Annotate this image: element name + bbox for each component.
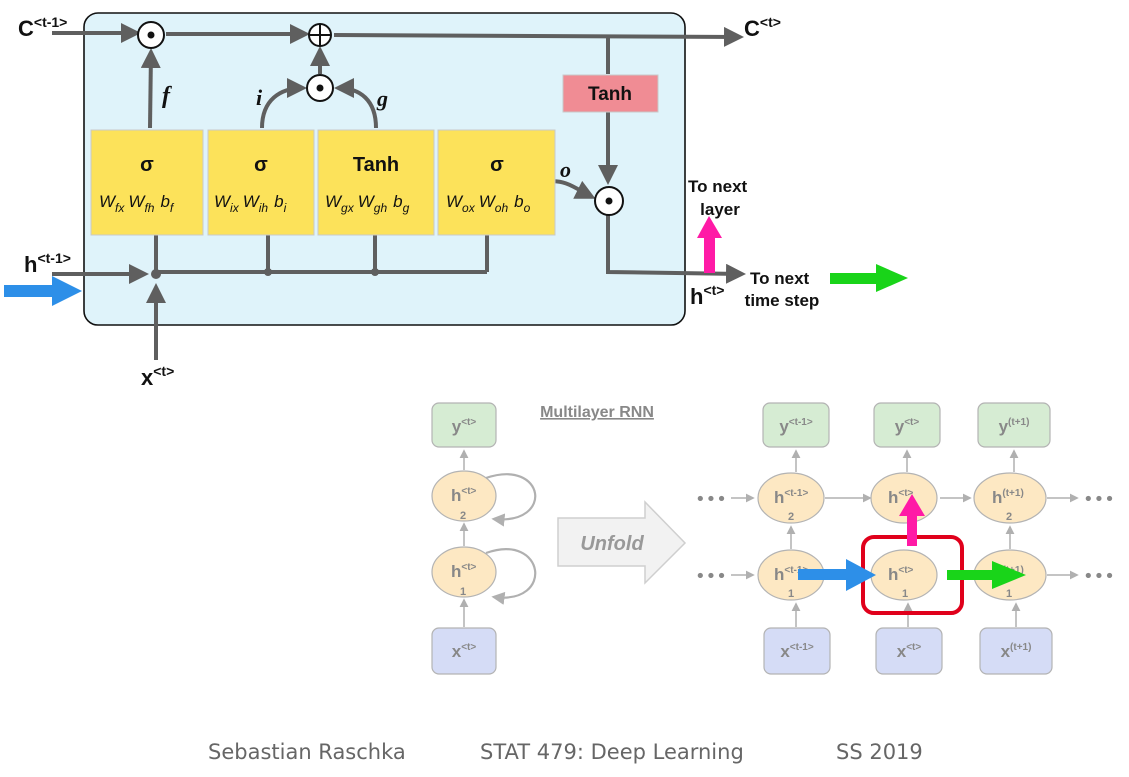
input-mult-op bbox=[306, 74, 334, 102]
unfold-label: Unfold bbox=[580, 533, 644, 555]
node-x bbox=[875, 627, 943, 675]
gate-label-g: g bbox=[376, 86, 388, 111]
svg-text:h<t-1>: h<t-1> bbox=[774, 565, 808, 584]
node-x bbox=[979, 627, 1053, 675]
green-arrow-icon bbox=[830, 264, 908, 292]
ellipsis: ••• bbox=[695, 489, 727, 510]
input-label: x<t> bbox=[141, 363, 174, 390]
add-op bbox=[308, 23, 332, 47]
node-y bbox=[873, 402, 941, 448]
time-column: y(t+1) h(t+1) 2 h(t+1) 1 x(t+1) bbox=[973, 402, 1053, 675]
time-column: y<t> h<t> h<t> 1 x<t> bbox=[870, 402, 943, 675]
svg-text:x<t>: x<t> bbox=[897, 642, 922, 661]
svg-text:x(t+1): x(t+1) bbox=[1001, 642, 1032, 661]
svg-text:1: 1 bbox=[902, 588, 908, 600]
svg-text:h<t>: h<t> bbox=[451, 562, 477, 581]
svg-text:h<t-1>: h<t-1> bbox=[774, 488, 808, 507]
bus-junction bbox=[264, 268, 272, 276]
hidden-in-label: h<t-1> bbox=[24, 250, 71, 277]
svg-text:1: 1 bbox=[788, 588, 794, 600]
svg-text:h<t>: h<t> bbox=[888, 565, 914, 584]
time-column: y<t-1> h<t-1> 2 h<t-1> 1 x<t-1> bbox=[757, 402, 831, 675]
rnn-title: Multilayer RNN bbox=[540, 404, 654, 421]
node-x bbox=[763, 627, 831, 675]
svg-text:y(t+1): y(t+1) bbox=[999, 417, 1030, 436]
cell-state-in-label: C<t-1> bbox=[18, 14, 67, 41]
gate-title: σ bbox=[490, 154, 504, 176]
svg-text:2: 2 bbox=[1006, 511, 1012, 523]
svg-text:x<t>: x<t> bbox=[452, 642, 477, 661]
node-y bbox=[762, 402, 830, 448]
to-next-layer-label: To next layer bbox=[688, 177, 752, 219]
svg-text:y<t-1>: y<t-1> bbox=[779, 417, 813, 436]
svg-text:h(t+1): h(t+1) bbox=[992, 488, 1024, 507]
svg-text:x<t-1>: x<t-1> bbox=[780, 642, 814, 661]
tanh-cell-box bbox=[562, 74, 659, 113]
gate-label-i: i bbox=[256, 85, 263, 110]
footer-author: Sebastian Raschka bbox=[208, 740, 406, 764]
bus-junction bbox=[371, 268, 379, 276]
tanh-cell-label: Tanh bbox=[588, 84, 632, 105]
bus-junction bbox=[151, 269, 161, 279]
output-mult-op bbox=[594, 186, 624, 216]
footer-term: SS 2019 bbox=[836, 740, 923, 764]
svg-text:1: 1 bbox=[460, 586, 466, 598]
input-bus bbox=[52, 234, 489, 360]
to-next-time-step-label: To next time step bbox=[745, 269, 820, 310]
svg-text:2: 2 bbox=[788, 511, 794, 523]
cell-state-out-label: C<t> bbox=[744, 14, 781, 41]
node-x bbox=[431, 627, 497, 675]
ellipsis: ••• bbox=[695, 566, 727, 587]
blue-arrow-icon bbox=[798, 559, 876, 591]
forget-mult-op bbox=[137, 21, 165, 49]
magenta-arrow-icon bbox=[697, 216, 722, 273]
ellipsis: ••• bbox=[1083, 566, 1115, 587]
node-h2 bbox=[757, 472, 825, 524]
gate-title: σ bbox=[140, 154, 154, 176]
unfold-arrow: Unfold bbox=[557, 500, 687, 585]
folded-network: y<t> h<t> 2 h<t> 1 x<t> bbox=[431, 402, 537, 675]
svg-text:h<t>: h<t> bbox=[888, 488, 914, 507]
footer-course: STAT 479: Deep Learning bbox=[480, 740, 744, 764]
ellipsis: ••• bbox=[1083, 489, 1115, 510]
node-y bbox=[977, 402, 1051, 448]
gate-title: σ bbox=[254, 154, 268, 176]
svg-text:h<t>: h<t> bbox=[451, 486, 477, 505]
hidden-out-label: h<t> bbox=[690, 282, 724, 309]
footer: Sebastian Raschka STAT 479: Deep Learnin… bbox=[0, 740, 1129, 774]
svg-text:y<t>: y<t> bbox=[895, 417, 920, 436]
node-y bbox=[431, 402, 497, 448]
svg-text:2: 2 bbox=[460, 510, 466, 522]
gate-label-o: o bbox=[560, 157, 571, 182]
node-h2 bbox=[431, 470, 497, 522]
node-h1 bbox=[431, 546, 497, 598]
gate-title: Tanh bbox=[353, 154, 399, 176]
blue-arrow-icon bbox=[4, 276, 82, 306]
gate-label-f: f bbox=[162, 83, 172, 109]
svg-text:y<t>: y<t> bbox=[452, 417, 477, 436]
multilayer-rnn: Multilayer RNN y<t> h<t> 2 h<t> 1 x<t> bbox=[431, 402, 1115, 675]
unfolded-network: ••• ••• ••• ••• y<t-1> h<t-1> 2 bbox=[695, 402, 1115, 675]
green-arrow-icon bbox=[947, 561, 1026, 589]
svg-text:1: 1 bbox=[1006, 588, 1012, 600]
magenta-arrow-icon bbox=[899, 494, 925, 546]
node-h2 bbox=[973, 472, 1047, 524]
